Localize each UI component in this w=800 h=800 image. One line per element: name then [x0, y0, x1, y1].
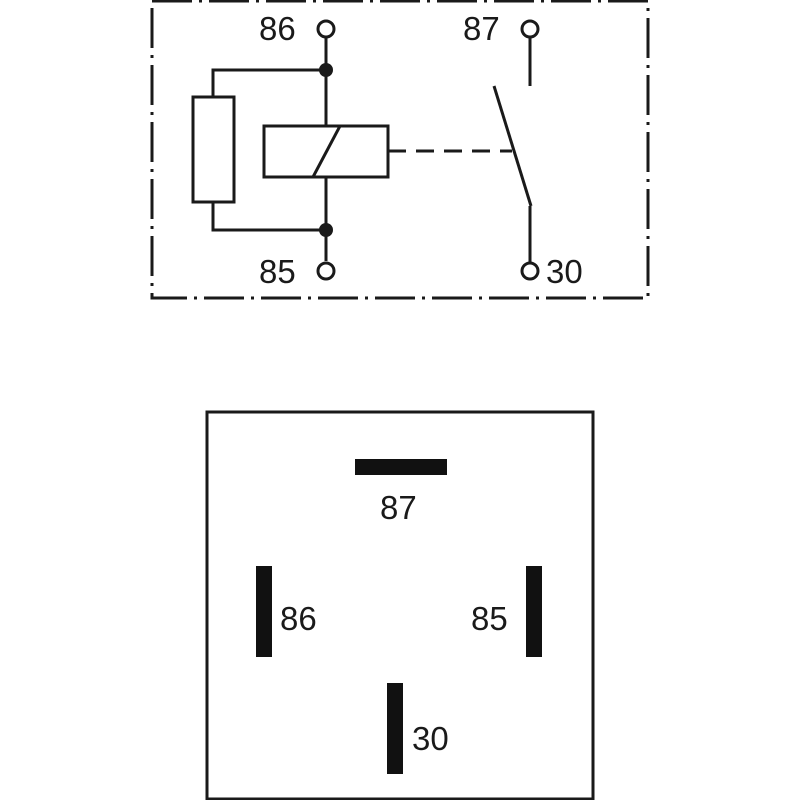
- switch-blade: [492, 85, 533, 207]
- terminal-30-circle: [520, 261, 540, 281]
- relay-pinout: 87 86 85 30: [205, 410, 595, 800]
- pin-85-label: 85: [471, 600, 508, 637]
- terminal-86-circle: [316, 19, 336, 39]
- terminal-86-label: 86: [259, 10, 296, 47]
- pin-87-label: 87: [380, 489, 417, 526]
- pin-30-label: 30: [412, 720, 449, 757]
- terminal-30-label: 30: [546, 253, 583, 290]
- resistor: [191, 95, 236, 204]
- relay-housing-outline: [205, 410, 595, 800]
- terminal-87-circle: [520, 19, 540, 39]
- terminal-85-label: 85: [259, 253, 296, 290]
- terminal-87-label: 87: [463, 10, 500, 47]
- pin-86-label: 86: [280, 600, 317, 637]
- terminal-85-circle: [316, 261, 336, 281]
- pin-85-blade: [526, 566, 542, 657]
- relay-schematic: 86 87 85 30: [150, 0, 650, 300]
- resistor-wire-top: [211, 68, 326, 97]
- schematic-dashed-outline: [150, 0, 650, 300]
- pin-86-blade: [256, 566, 272, 657]
- junction-dot-bottom: [319, 223, 333, 237]
- pin-87-blade: [355, 459, 447, 475]
- resistor-wire-bottom: [211, 202, 326, 232]
- junction-dot-top: [319, 63, 333, 77]
- pin-30-blade: [387, 683, 403, 774]
- relay-coil-diagonal: [311, 125, 342, 178]
